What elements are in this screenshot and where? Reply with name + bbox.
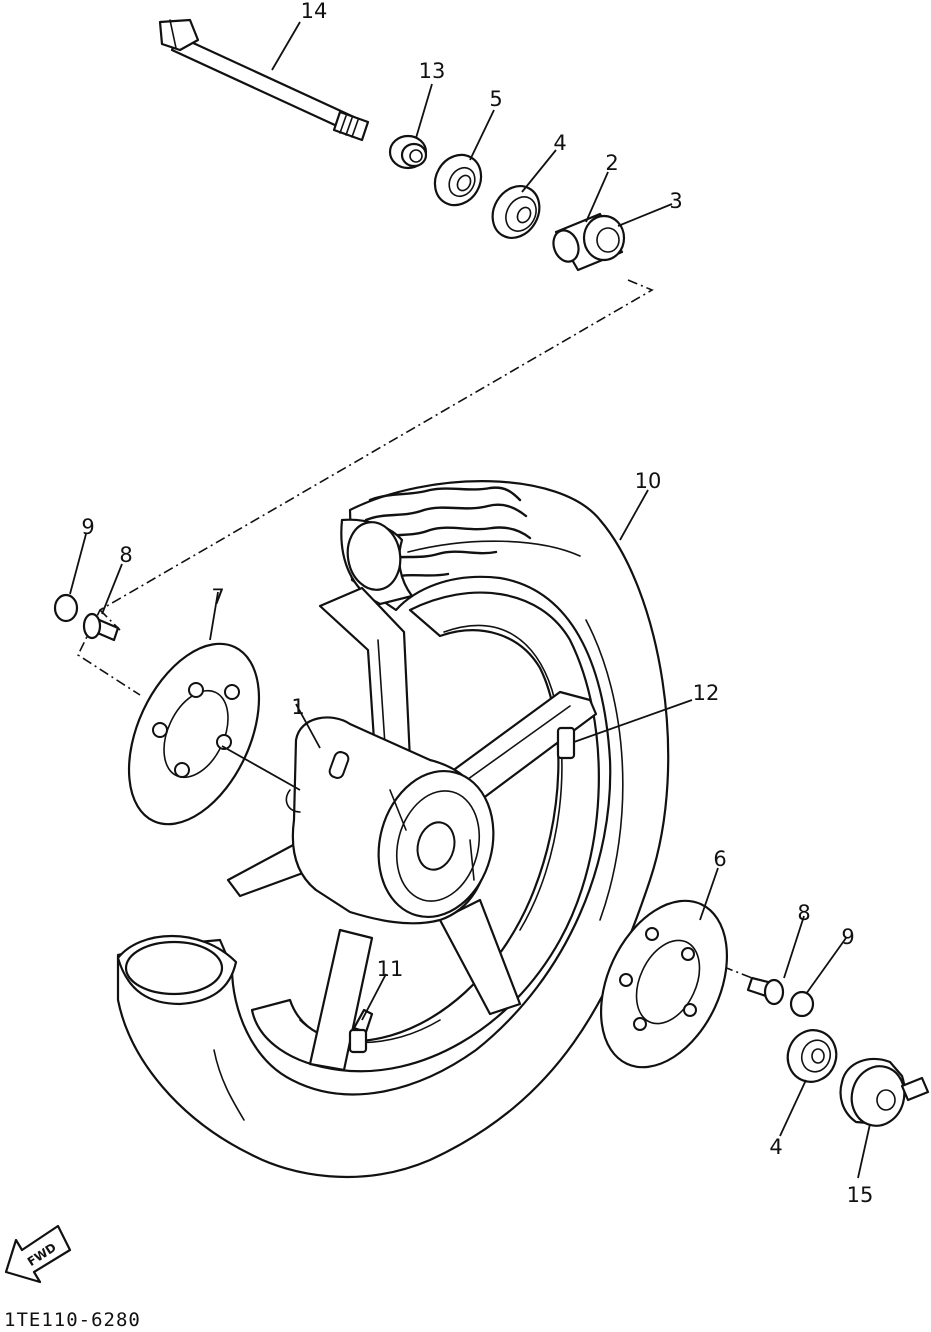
balance-weight [556, 726, 576, 760]
meter-gear-unit [839, 1057, 930, 1127]
axle [158, 18, 370, 142]
collar [388, 134, 428, 170]
callout-13: 13 [419, 59, 446, 83]
nut-left [53, 593, 79, 623]
valve [348, 1008, 374, 1054]
callout-10: 10 [635, 469, 662, 493]
fwd-arrow-icon: FWD [4, 1224, 72, 1284]
callout-4-lower: 4 [769, 1135, 782, 1159]
callout-2: 2 [605, 151, 618, 175]
callout-7: 7 [211, 585, 224, 609]
tire-section-bottom [116, 935, 238, 1006]
spoke-lower [308, 898, 522, 1072]
leader-lines [69, 21, 871, 1179]
callout-15: 15 [847, 1183, 874, 1207]
callout-4-upper: 4 [553, 131, 566, 155]
callout-9-right: 9 [841, 925, 854, 949]
callout-11: 11 [377, 957, 404, 981]
tire-section-top [340, 518, 414, 606]
bearing-lower [786, 1029, 838, 1083]
callout-3: 3 [669, 189, 682, 213]
diagram-code: 1TE110-6280 [4, 1309, 141, 1331]
tire [116, 480, 670, 1179]
bearing-upper [491, 185, 541, 239]
nut-right [789, 990, 815, 1018]
callout-8-right: 8 [797, 901, 810, 925]
hub [285, 716, 495, 925]
callout-5: 5 [489, 87, 502, 111]
callout-1: 1 [291, 695, 304, 719]
callout-9-left: 9 [81, 515, 94, 539]
oil-seal [433, 153, 483, 207]
brake-disc-left [127, 642, 301, 826]
callout-6: 6 [713, 847, 726, 871]
bolt-left [82, 612, 120, 642]
callout-14: 14 [301, 0, 328, 23]
bolt-right [746, 976, 785, 1006]
tire-tread [364, 486, 532, 580]
brake-disc-right [599, 899, 729, 1069]
callout-8-left: 8 [119, 543, 132, 567]
spacer-flange [582, 214, 626, 262]
callout-12: 12 [693, 681, 720, 705]
